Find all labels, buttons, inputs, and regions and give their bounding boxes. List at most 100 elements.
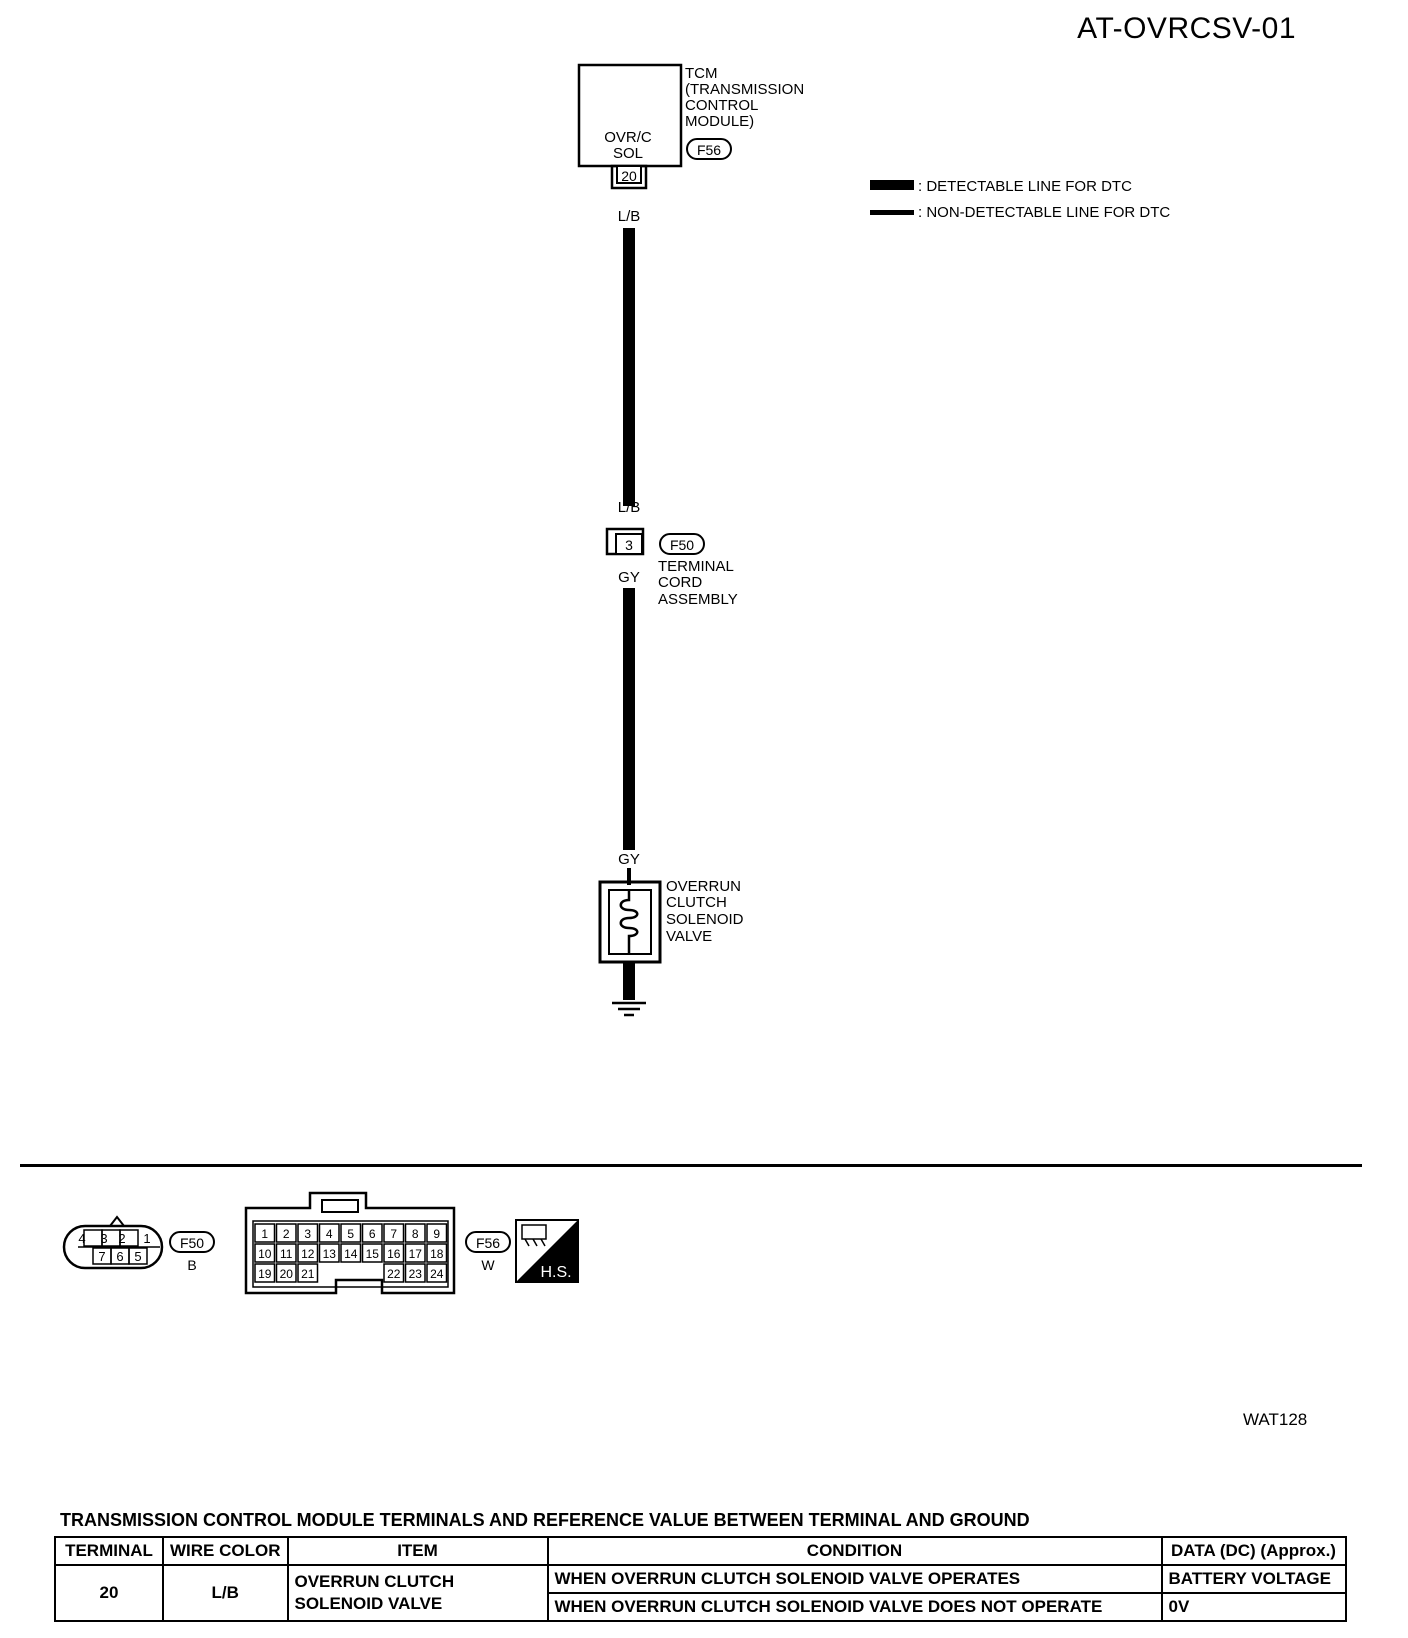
f50-connector-face: 4 3 2 1 7 6 5 F50 B: [62, 1215, 215, 1273]
f56-pin: 2: [283, 1227, 290, 1241]
section-divider: [20, 1164, 1362, 1167]
header-condition: CONDITION: [546, 1536, 1163, 1566]
tcm-connector-badge: [686, 138, 732, 160]
tcm-connector-id: F56: [697, 142, 721, 158]
f56-pin-cell: [361, 1243, 383, 1263]
f56-pin-cell: [275, 1243, 297, 1263]
f56-pin-cell: [404, 1223, 426, 1243]
f56-pin-cell: [297, 1243, 319, 1263]
table-header-row: TERMINAL WIRE COLOR ITEM CONDITION DATA …: [54, 1536, 1347, 1566]
f50-pin: 3: [100, 1231, 107, 1246]
f56-pin: 8: [412, 1227, 419, 1241]
f56-pin: 20: [280, 1267, 294, 1281]
f56-pin-cell: [275, 1263, 297, 1283]
ground-wire: [623, 962, 635, 1000]
f56-pin: 14: [344, 1247, 358, 1261]
f50-pin: 2: [118, 1231, 125, 1246]
cell-data: 0V: [1160, 1592, 1347, 1622]
f56-pin: 17: [409, 1247, 423, 1261]
f56-pin: 12: [301, 1247, 315, 1261]
legend-non-detectable-swatch: [870, 210, 914, 215]
wire-color-bottom-lower: GY: [618, 851, 640, 868]
header-terminal: TERMINAL: [54, 1536, 164, 1566]
hs-label: H.S.: [540, 1264, 571, 1281]
tcm-label-1: TCM: [685, 65, 718, 82]
f50-pin: 6: [116, 1249, 123, 1264]
solenoid-label-3: SOLENOID: [666, 911, 744, 928]
f50-pin: 5: [134, 1249, 141, 1264]
cell-item: OVERRUN CLUTCH SOLENOID VALVE: [286, 1564, 549, 1622]
f56-pin-cell: [404, 1243, 426, 1263]
page-code: AT-OVRCSV-01: [1077, 12, 1296, 45]
f50-terminal-box: [615, 533, 643, 555]
f50-connector-badge: [659, 533, 705, 555]
header-item: ITEM: [286, 1536, 549, 1566]
f56-pin-cell: [297, 1263, 319, 1283]
cell-wire-color: L/B: [162, 1564, 289, 1622]
wire-color-bottom-upper: GY: [618, 569, 640, 586]
terminal-cord-label-3: ASSEMBLY: [658, 591, 738, 608]
f50-pin: 7: [98, 1249, 105, 1264]
ground-icon: [612, 1001, 646, 1017]
f50-connector-id: F50: [670, 537, 694, 553]
f50-view-id: F50: [180, 1235, 204, 1251]
table-row: WHEN OVERRUN CLUTCH SOLENOID VALVE DOES …: [55, 1592, 1347, 1622]
f50-view-color: B: [187, 1257, 196, 1273]
cell-condition: WHEN OVERRUN CLUTCH SOLENOID VALVE OPERA…: [546, 1564, 1163, 1594]
terminal-cord-label-2: CORD: [658, 574, 702, 591]
f56-pin: 5: [347, 1227, 354, 1241]
tcm-label-2: (TRANSMISSION: [685, 81, 804, 98]
f56-pin: 23: [409, 1267, 423, 1281]
f56-pin: 22: [387, 1267, 401, 1281]
tcm-terminal-number: 20: [621, 168, 637, 184]
solenoid-coil-icon: [619, 890, 639, 954]
f56-pin: 3: [304, 1227, 311, 1241]
cell-terminal: 20: [54, 1564, 164, 1622]
header-data: DATA (DC) (Approx.): [1160, 1536, 1347, 1566]
f56-pin-cell: [404, 1263, 426, 1283]
table-title: TRANSMISSION CONTROL MODULE TERMINALS AN…: [60, 1510, 1030, 1530]
detectable-wire-upper: [623, 228, 635, 506]
f56-view-id: F56: [476, 1235, 500, 1251]
f56-pin-cell: [383, 1263, 405, 1283]
f56-pin: 11: [280, 1247, 293, 1261]
tcm-label-3: CONTROL: [685, 97, 758, 114]
tcm-pin-label-1: OVR/C: [604, 129, 652, 146]
f56-pin-cell: [426, 1263, 448, 1283]
header-wire-color: WIRE COLOR: [162, 1536, 289, 1566]
wiring-diagram: OVR/C SOL 20 TCM (TRANSMISSION CONTROL M…: [577, 63, 1170, 1017]
tcm-terminal-box: [616, 165, 642, 184]
figure-reference: WAT128: [1243, 1410, 1308, 1429]
terminal-cord-label-1: TERMINAL: [658, 558, 734, 575]
f56-pin-cell: [254, 1243, 276, 1263]
wire-color-top-upper: L/B: [618, 208, 641, 225]
f56-pin: 18: [430, 1247, 444, 1261]
tcm-pin-label-2: SOL: [613, 145, 643, 162]
f56-pin: 6: [369, 1227, 376, 1241]
f56-pin: 1: [261, 1227, 268, 1241]
cell-condition: WHEN OVERRUN CLUTCH SOLENOID VALVE DOES …: [546, 1592, 1163, 1622]
f56-pin: 19: [258, 1267, 272, 1281]
terminal-reference-table: TERMINAL WIRE COLOR ITEM CONDITION DATA …: [54, 1536, 1347, 1622]
f50-terminal-number: 3: [625, 537, 633, 553]
f56-pin: 9: [433, 1227, 440, 1241]
f56-pin-cell: [383, 1243, 405, 1263]
cell-item-line-1: OVERRUN CLUTCH: [294, 1572, 455, 1591]
f56-pin: 4: [326, 1227, 333, 1241]
wire-color-top-lower: L/B: [618, 499, 641, 516]
cell-item-line-2: SOLENOID VALVE: [294, 1594, 443, 1613]
solenoid-label-1: OVERRUN: [666, 878, 741, 895]
f56-pin-cell: [254, 1263, 276, 1283]
f56-pin-cell: [340, 1223, 362, 1243]
f56-pin-cell: [275, 1223, 297, 1243]
tcm-label-4: MODULE): [685, 113, 754, 130]
f56-pin-cell: [426, 1223, 448, 1243]
detectable-wire-lower: [623, 588, 635, 850]
f50-pin: 1: [143, 1231, 150, 1246]
legend-non-detectable-text: : NON-DETECTABLE LINE FOR DTC: [918, 204, 1170, 221]
f50-pin: 4: [78, 1231, 85, 1246]
solenoid-label-4: VALVE: [666, 928, 712, 945]
f56-pin: 13: [323, 1247, 337, 1261]
